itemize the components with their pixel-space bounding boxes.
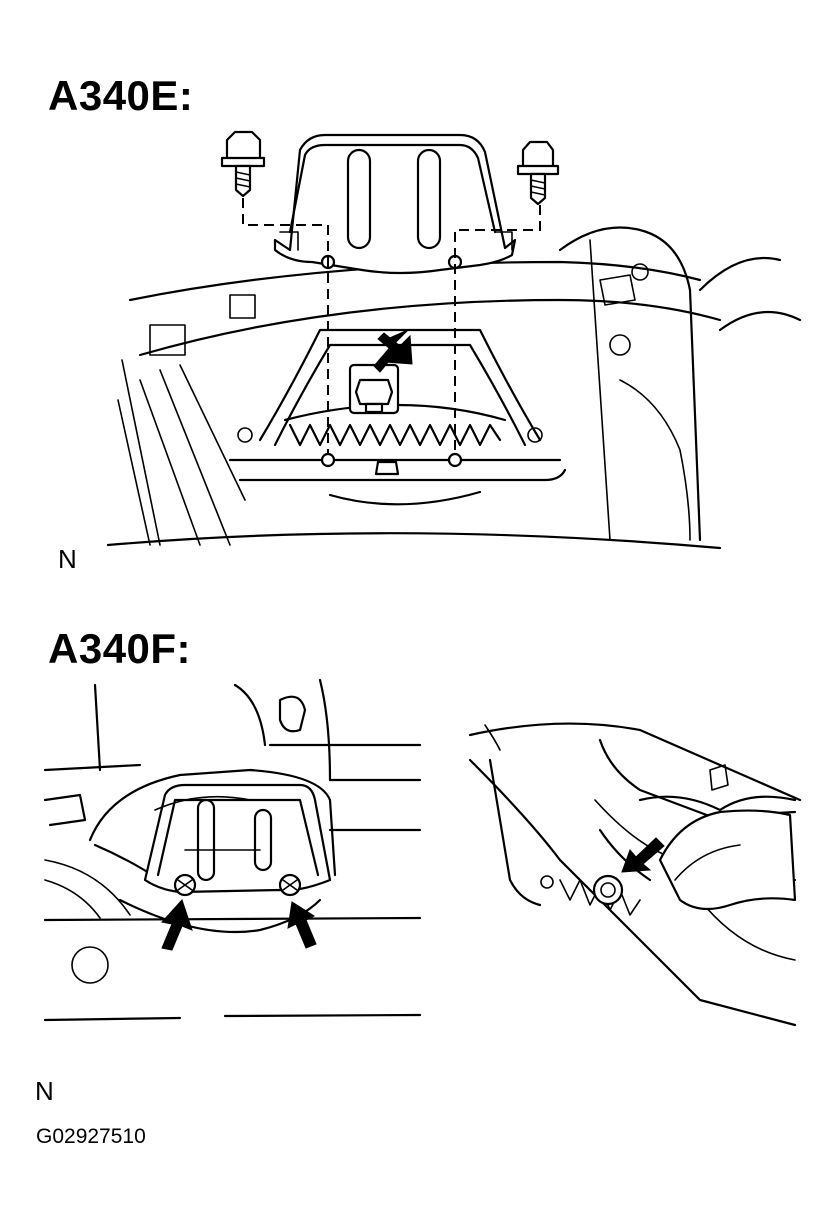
bottom-left-diagram [43,678,422,1022]
top-diagram [106,130,802,550]
bolt-icon [592,874,624,906]
bolt-hole [447,452,463,468]
oil-pan-outline-top [258,328,542,447]
plug-tab [374,460,400,476]
bolt-icon [278,873,302,897]
alignment-lines-top [242,198,541,460]
arrow-icon [621,837,665,873]
note-label-top: N [58,544,77,574]
figure-code: G02927510 [36,1125,146,1148]
note-label-bottom: N [35,1076,54,1106]
arrow-icon [377,332,413,365]
section-title-a340e: A340E: [48,72,194,119]
bolt-icon [516,140,560,206]
arrow-icon [287,901,317,949]
transmission-body-top [106,226,802,550]
arrow-icon [161,899,193,951]
bottom-right-diagram [468,722,802,1027]
bracket-plate-top [273,133,517,275]
bolt-icon [173,873,197,897]
bolt-hole [320,452,336,468]
drain-plug-top [348,363,400,415]
bolt-icon [220,130,266,198]
section-title-a340f: A340F: [48,625,192,672]
